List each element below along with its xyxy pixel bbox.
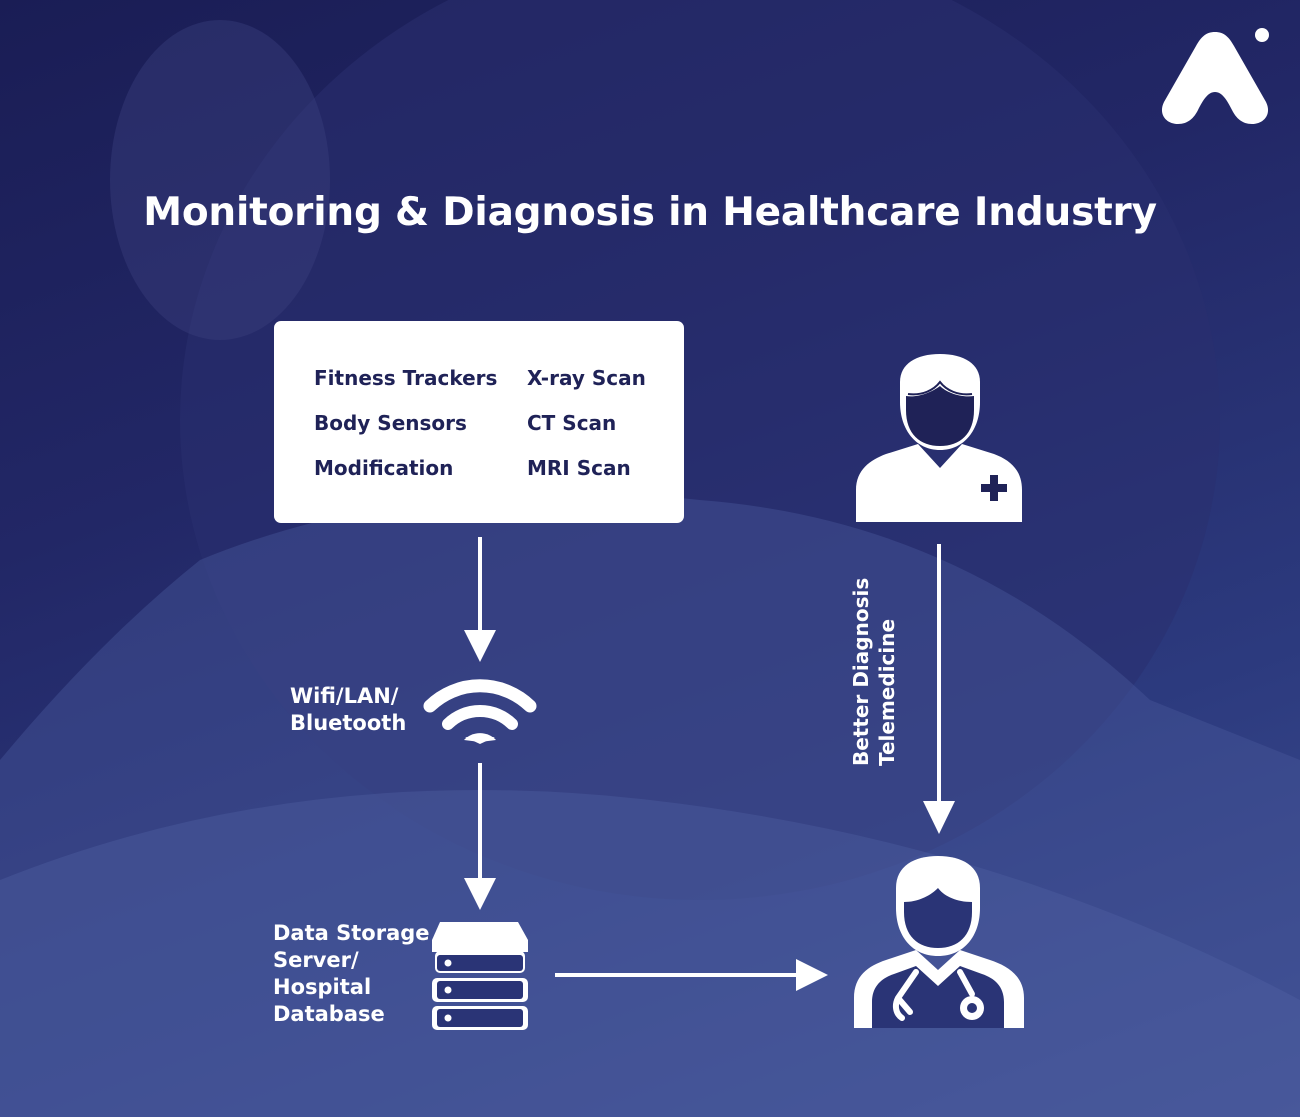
diagnosis-label-line: Better Diagnosis [849, 577, 873, 766]
devices-card: Fitness Trackers X-ray Scan Body Sensors… [274, 321, 684, 523]
arrow-server-to-doctor [555, 959, 828, 991]
wifi-icon [423, 679, 537, 744]
diagnosis-label-line: Telemedicine [875, 618, 899, 766]
page-title: Monitoring & Diagnosis in Healthcare Ind… [143, 190, 1157, 235]
storage-label-line: Database [273, 1002, 385, 1026]
storage-label-line: Data Storage [273, 921, 430, 945]
list-item: CT Scan [527, 411, 617, 435]
doctor-stethoscope-icon [854, 856, 1024, 1028]
arrow-worker-to-doctor [923, 544, 955, 834]
diagnosis-label: Better Diagnosis Telemedicine [849, 578, 920, 770]
medical-worker-icon [856, 354, 1022, 522]
list-item: Fitness Trackers [314, 366, 498, 390]
network-label-line: Wifi/LAN/ [290, 684, 399, 708]
storage-label-line: Hospital [273, 975, 372, 999]
diagnosis-label-rotated: Better Diagnosis Telemedicine [848, 578, 900, 766]
arrow-card-to-wifi [464, 537, 496, 662]
brand-logo-icon [1161, 28, 1269, 124]
list-item: X-ray Scan [527, 366, 646, 390]
network-label-line: Bluetooth [290, 711, 407, 735]
arrow-wifi-to-server [464, 763, 496, 910]
storage-label: Data Storage Server/ Hospital Database [273, 920, 430, 1028]
list-item: Modification [314, 456, 454, 480]
list-item: Body Sensors [314, 411, 467, 435]
network-label: Wifi/LAN/ Bluetooth [290, 683, 406, 737]
storage-label-line: Server/ [273, 948, 359, 972]
server-stack-icon [432, 922, 528, 1030]
list-item: MRI Scan [527, 456, 631, 480]
devices-list: Fitness Trackers X-ray Scan Body Sensors… [314, 364, 667, 482]
